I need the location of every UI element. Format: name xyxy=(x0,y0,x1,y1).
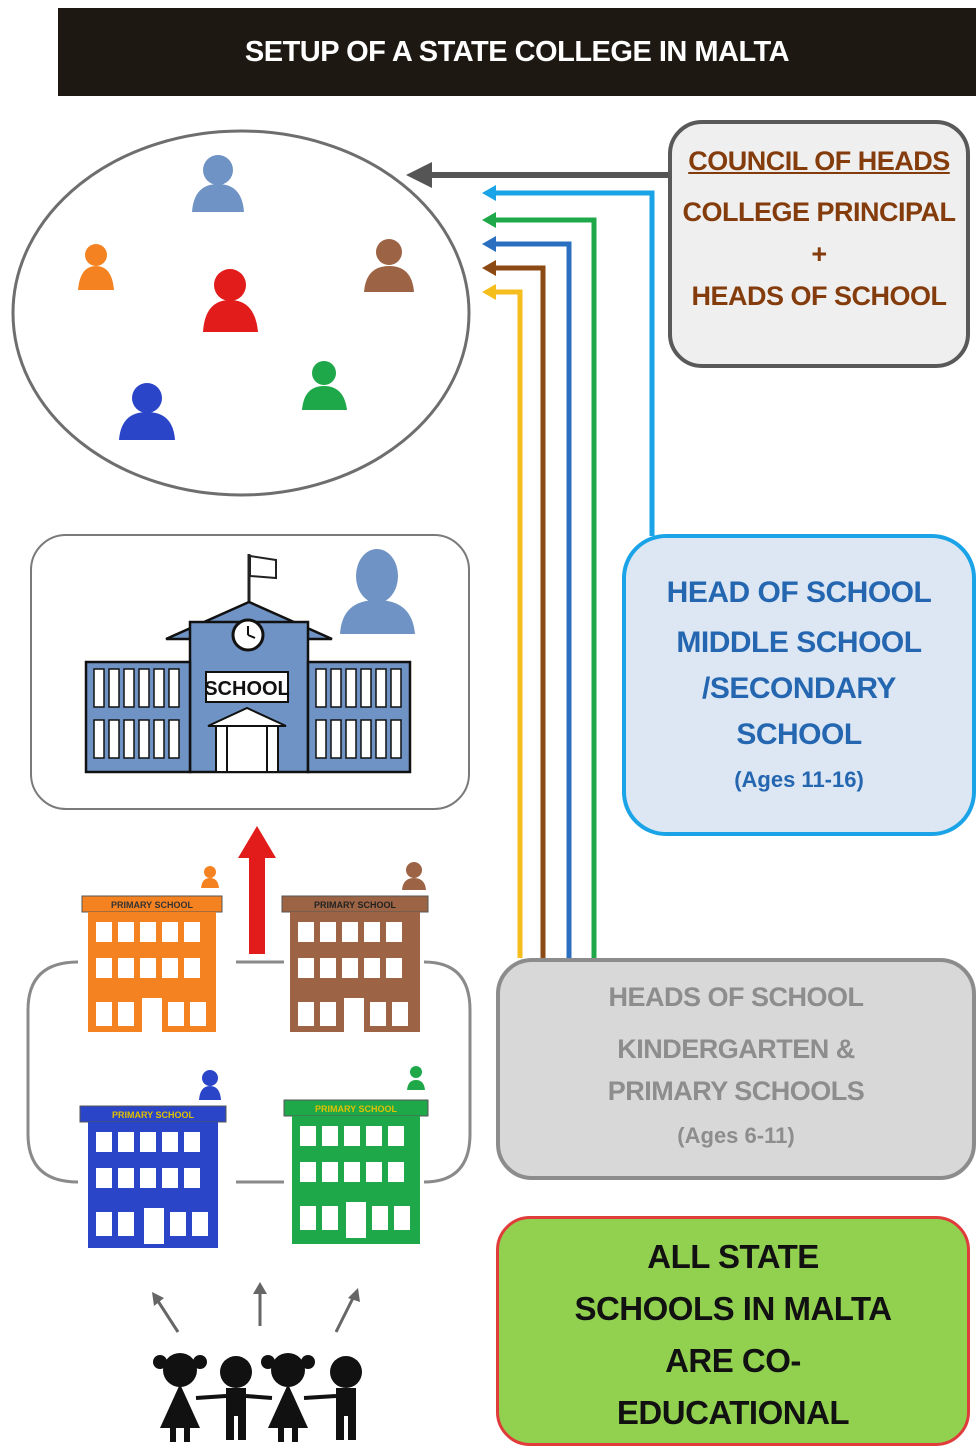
person-icon-brown xyxy=(364,239,414,292)
person-icon-steel xyxy=(192,155,244,212)
school-sign-text: SCHOOL xyxy=(204,678,290,700)
council-line-principal: COLLEGE PRINCIPAL xyxy=(682,197,956,227)
primary-school-brown: PRIMARY SCHOOL xyxy=(281,862,429,1032)
primary-building-label: PRIMARY SCHOOL xyxy=(315,1104,398,1114)
arrow-middle-school xyxy=(492,190,655,536)
primary-line-1: HEADS OF SCHOOL xyxy=(608,982,864,1012)
person-icon-blue xyxy=(119,383,175,440)
arrowhead-yellow xyxy=(482,284,496,300)
council-of-heads-box: COUNCIL OF HEADS COLLEGE PRINCIPAL + HEA… xyxy=(668,120,970,368)
coed-line-1: ALL STATE xyxy=(647,1238,819,1275)
arrowhead-green xyxy=(482,212,496,228)
middle-line-2: MIDDLE SCHOOL xyxy=(676,626,922,659)
middle-line-1: HEAD OF SCHOOL xyxy=(666,576,932,609)
promotion-arrow xyxy=(238,826,276,954)
person-icon-orange xyxy=(78,244,114,290)
primary-building-label: PRIMARY SCHOOL xyxy=(111,900,194,910)
primary-schools-cluster: PRIMARY SCHOOL PRIMARY SCHOOL PRIMARY SC… xyxy=(26,862,472,1248)
arrowhead-brown xyxy=(482,260,496,276)
children-illustration xyxy=(152,1282,362,1442)
primary-school-green: PRIMARY SCHOOL xyxy=(283,1066,429,1244)
person-icon-green xyxy=(302,361,347,410)
coed-line-4: EDUCATIONAL xyxy=(616,1394,850,1431)
arrow-brown xyxy=(492,265,546,958)
arrow-green xyxy=(492,217,597,958)
primary-school-blue: PRIMARY SCHOOL xyxy=(79,1070,227,1248)
council-line-plus: + xyxy=(811,239,827,269)
heads-of-primary-schools-box: HEADS OF SCHOOL KINDERGARTEN & PRIMARY S… xyxy=(496,958,976,1180)
head-of-secondary-school-box: HEAD OF SCHOOL MIDDLE SCHOOL /SECONDARY … xyxy=(622,534,976,836)
middle-line-3: /SECONDARY xyxy=(702,672,896,705)
middle-line-4: SCHOOL xyxy=(736,718,862,751)
council-heading: COUNCIL OF HEADS xyxy=(688,146,950,176)
council-line-heads: HEADS OF SCHOOL xyxy=(691,281,947,311)
arrow-blue xyxy=(492,241,572,958)
page-title: SETUP OF A STATE COLLEGE IN MALTA xyxy=(58,8,976,96)
coed-line-2: SCHOOLS IN MALTA xyxy=(574,1290,892,1327)
council-arrowhead xyxy=(406,162,432,188)
person-icon-red xyxy=(203,269,258,332)
coeducational-note-box: ALL STATE SCHOOLS IN MALTA ARE CO- EDUCA… xyxy=(496,1216,970,1446)
primary-school-orange: PRIMARY SCHOOL xyxy=(81,866,223,1032)
arrowhead-cyan xyxy=(482,185,496,201)
secondary-school-illustration: SCHOOL xyxy=(84,549,415,774)
coed-line-3: ARE CO- xyxy=(665,1342,801,1379)
arrow-yellow xyxy=(492,289,523,958)
primary-building-label: PRIMARY SCHOOL xyxy=(314,900,397,910)
primary-building-label: PRIMARY SCHOOL xyxy=(112,1110,195,1120)
primary-ages: (Ages 6-11) xyxy=(677,1123,795,1148)
primary-line-2: KINDERGARTEN & xyxy=(617,1034,855,1064)
primary-line-3: PRIMARY SCHOOLS xyxy=(607,1076,865,1106)
arrowhead-blue xyxy=(482,236,496,252)
middle-ages: (Ages 11-16) xyxy=(734,767,864,792)
